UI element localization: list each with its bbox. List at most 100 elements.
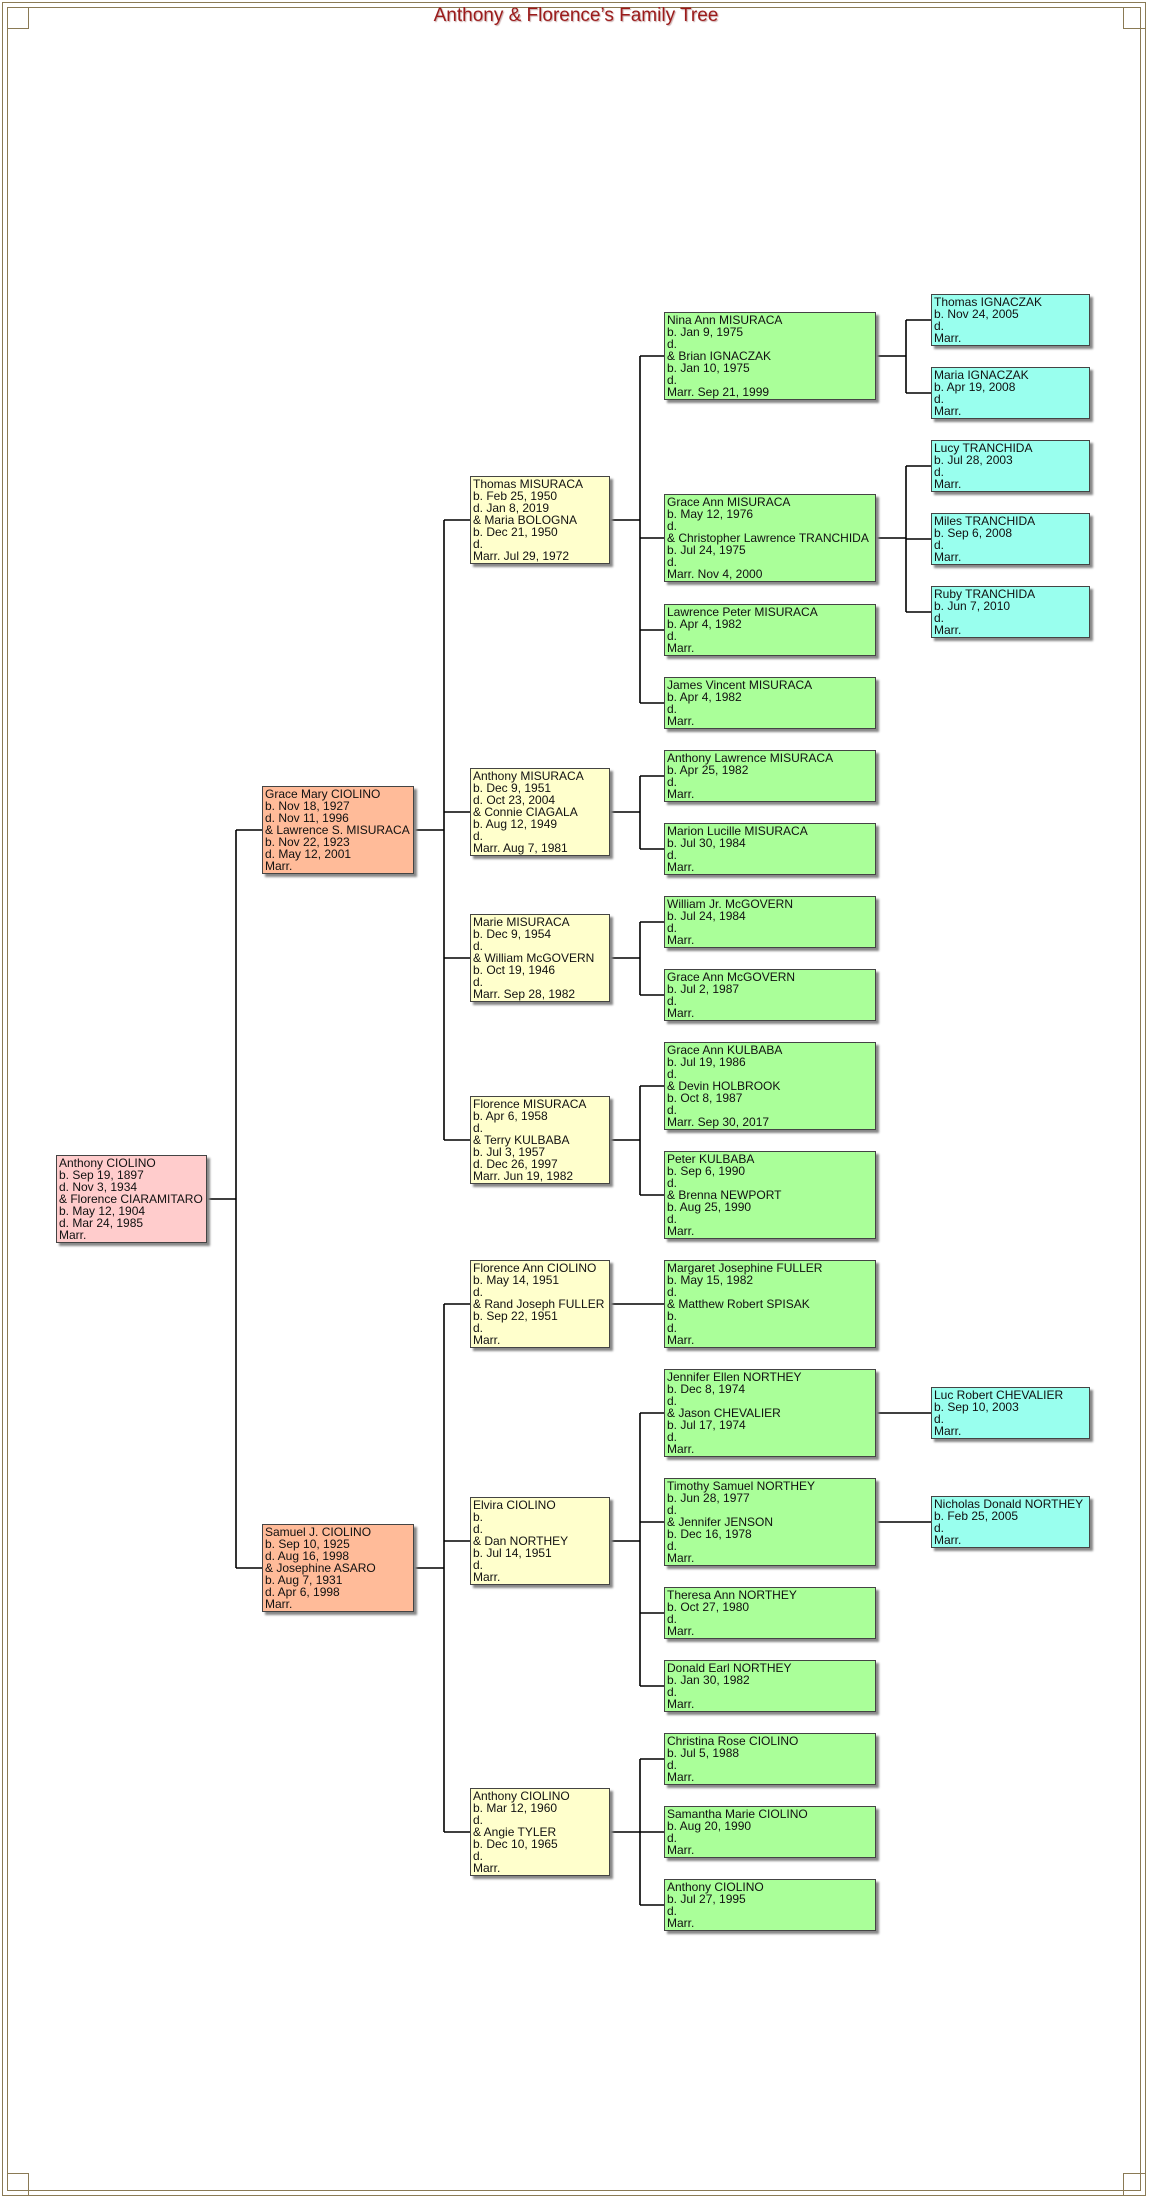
person-detail: b. Nov 18, 1927 [265, 799, 350, 813]
person-name: Jennifer Ellen NORTHEY [667, 1370, 802, 1384]
person-detail: Marr. [667, 787, 695, 801]
person-detail: & Dan NORTHEY [473, 1534, 569, 1548]
person-detail: d. [934, 538, 945, 552]
person-name: Christina Rose CIOLINO [667, 1734, 799, 1748]
person-detail: Marr. [265, 859, 293, 873]
person-detail: b. Oct 19, 1946 [473, 963, 556, 977]
person-detail: b. Jan 9, 1975 [667, 325, 744, 339]
person-name: Anthony CIOLINO [473, 1789, 570, 1803]
person-detail: Marr. Nov 4, 2000 [667, 567, 763, 581]
person-detail: Marr. [667, 1551, 695, 1565]
person-name: Timothy Samuel NORTHEY [667, 1479, 816, 1493]
person-detail: b. [473, 1510, 484, 1524]
person-detail: d. [667, 1321, 678, 1335]
person-detail: b. Apr 25, 1982 [667, 763, 749, 777]
person-detail: Marr. [59, 1228, 87, 1242]
person-detail: & Maria BOLOGNA [473, 513, 578, 527]
person-detail: d. [934, 465, 945, 479]
person-name: Anthony MISURACA [473, 769, 584, 783]
person-detail: d. [667, 1612, 678, 1626]
person-detail: Marr. [934, 477, 962, 491]
person-detail: Marr. [934, 550, 962, 564]
person-detail: Marr. [934, 623, 962, 637]
corner-ornament-top-right [1123, 7, 1145, 29]
person-detail: d. [667, 921, 678, 935]
person-detail: d. Jan 8, 2019 [473, 501, 550, 515]
person-detail: Marr. [934, 331, 962, 345]
person-detail: d. [667, 1103, 678, 1117]
person-detail: d. [667, 1212, 678, 1226]
corner-ornament-bottom-left [7, 2173, 29, 2195]
person-detail: d. [667, 1831, 678, 1845]
person-detail: d. [473, 975, 484, 989]
person-name: Samantha Marie CIOLINO [667, 1807, 808, 1821]
person-name: Peter KULBABA [667, 1152, 755, 1166]
person-detail: b. Feb 25, 1950 [473, 489, 558, 503]
person-detail: d. [473, 1813, 484, 1827]
person-detail: b. May 12, 1904 [59, 1204, 146, 1218]
person-detail: d. [667, 848, 678, 862]
person-detail: & William McGOVERN [473, 951, 595, 965]
person-detail: d. Aug 16, 1998 [265, 1549, 350, 1563]
page-border-inner [7, 7, 1141, 2191]
person-detail: d. [667, 1539, 678, 1553]
person-name: Samuel J. CIOLINO [265, 1525, 372, 1539]
person-detail: d. [473, 537, 484, 551]
person-detail: d. [667, 519, 678, 533]
person-detail: d. Nov 3, 1934 [59, 1180, 138, 1194]
person-detail: d. [667, 555, 678, 569]
person-detail: d. [667, 1685, 678, 1699]
person-detail: b. Jul 30, 1984 [667, 836, 746, 850]
person-detail: d. [473, 1849, 484, 1863]
person-detail: Marr. [667, 1624, 695, 1638]
person-detail: b. Jul 14, 1951 [473, 1546, 552, 1560]
person-detail: b. Oct 8, 1987 [667, 1091, 743, 1105]
person-detail: d. Nov 11, 1996 [265, 811, 349, 825]
person-detail: d. [667, 1067, 678, 1081]
person-name: Anthony CIOLINO [667, 1880, 764, 1894]
person-name: Luc Robert CHEVALIER [934, 1388, 1064, 1402]
person-detail: Marr. [667, 1843, 695, 1857]
person-detail: b. Aug 7, 1931 [265, 1573, 343, 1587]
person-detail: & Jennifer JENSON [667, 1515, 774, 1529]
person-detail: b. Dec 21, 1950 [473, 525, 558, 539]
person-detail: b. Sep 10, 1925 [265, 1537, 350, 1551]
person-detail: b. May 15, 1982 [667, 1273, 754, 1287]
person-detail: & Florence CIARAMITARO [59, 1192, 203, 1206]
